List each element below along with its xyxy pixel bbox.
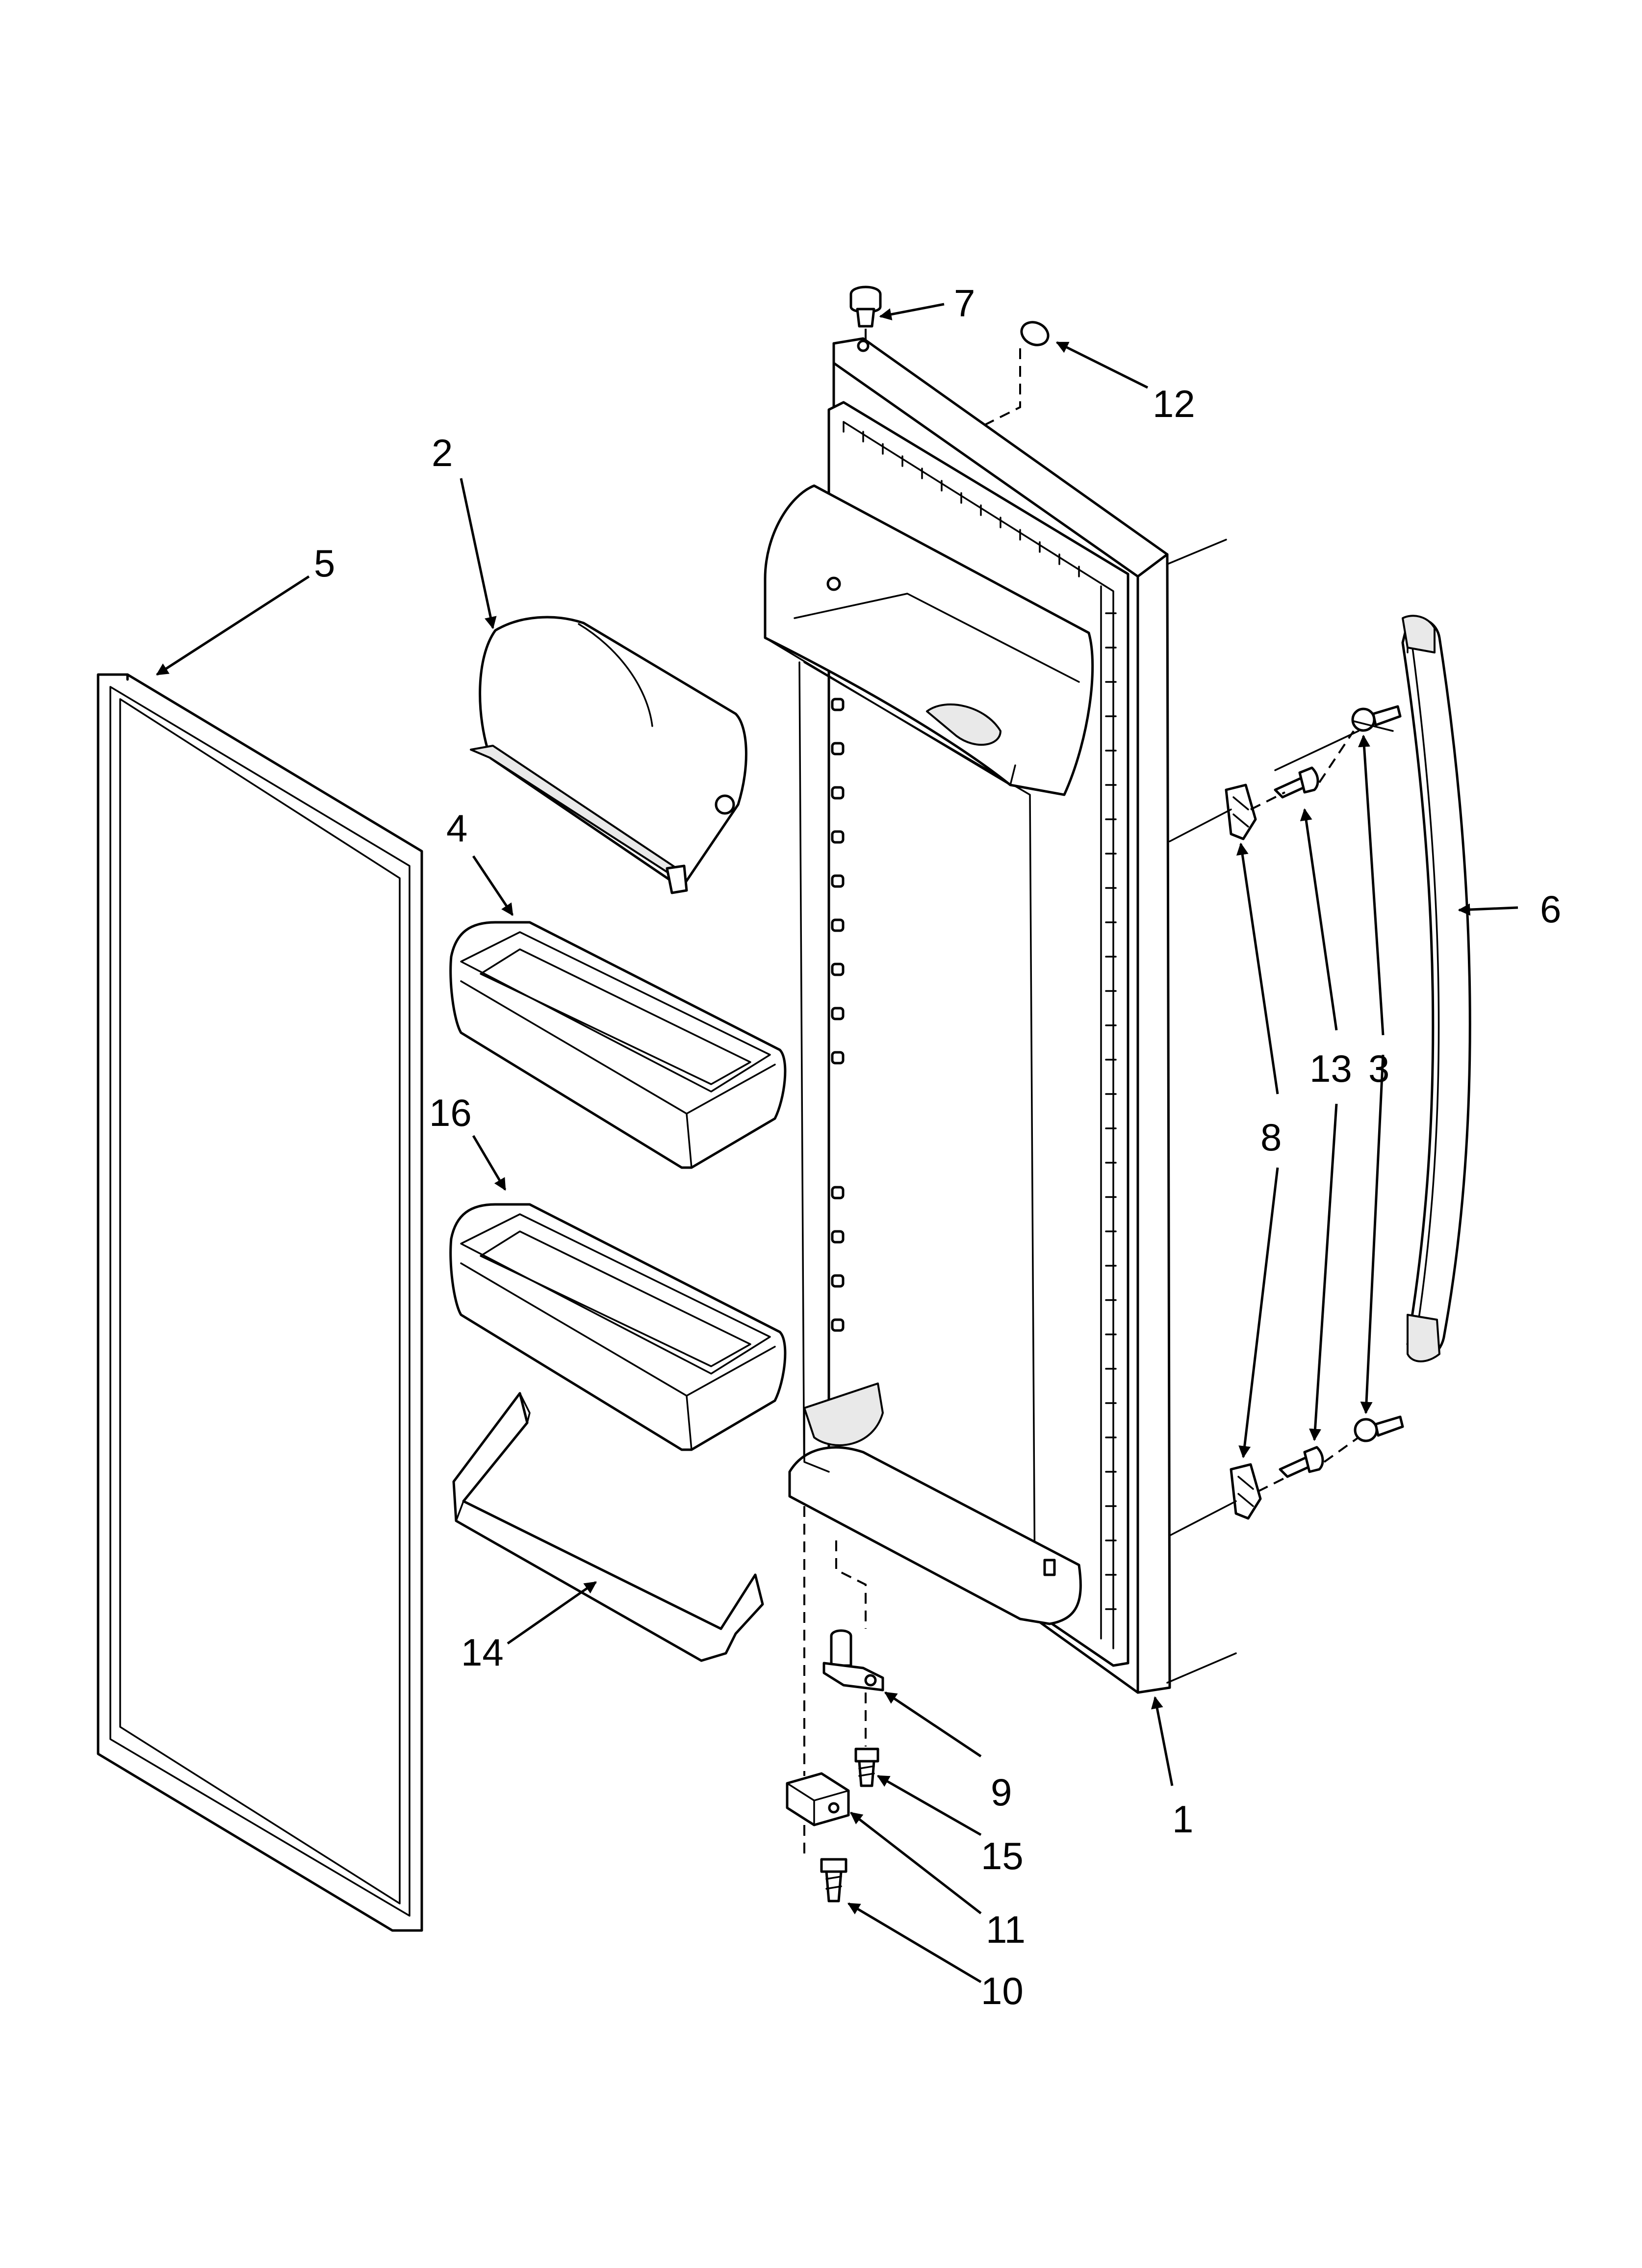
part-1-door-assembly (764, 337, 1171, 1694)
part-11-hinge-bracket (786, 1772, 850, 1826)
part-13-handle-stud-upper (1274, 766, 1319, 799)
callout-10: 10 (981, 1969, 1024, 2012)
handle-mount-axis-upper (1250, 730, 1355, 810)
part-10-bracket-screw (820, 1858, 847, 1903)
handle-mount-axis-lower (1257, 1436, 1360, 1492)
part-16-door-bin-lower (449, 1203, 787, 1451)
callout-11: 11 (986, 1908, 1026, 1951)
callout-labels: 1 2 3 4 5 6 7 8 9 10 11 12 13 14 15 16 (314, 282, 1561, 2012)
part-9-bottom-hinge (822, 1629, 884, 1692)
part-2-dairy-door (470, 616, 747, 894)
callout-2: 2 (432, 431, 453, 474)
part-13-handle-stud-lower (1279, 1446, 1324, 1478)
part-12-grommet (980, 321, 1050, 428)
callout-3: 3 (1368, 1047, 1389, 1090)
part-4-door-bin-upper (449, 921, 787, 1169)
callout-7: 7 (954, 282, 975, 325)
handle-mount-line-lower (1169, 1500, 1237, 1537)
callout-15: 15 (981, 1834, 1024, 1877)
callout-1: 1 (1172, 1798, 1193, 1841)
part-15-hinge-screw (854, 1747, 879, 1787)
callout-12: 12 (1153, 382, 1195, 425)
callout-4: 4 (446, 807, 467, 850)
callout-5: 5 (314, 542, 335, 585)
part-7-top-hinge-pin (849, 286, 882, 343)
part-5-door-gasket (97, 673, 423, 1932)
part-6-door-handle (1401, 615, 1471, 1362)
part-14-door-rail (452, 1392, 764, 1662)
callout-6: 6 (1540, 887, 1561, 931)
part-8-handle-clip-upper (1225, 783, 1257, 840)
callout-8: 8 (1260, 1116, 1282, 1159)
hinge-axis-right (835, 1540, 867, 1629)
callout-16: 16 (429, 1091, 472, 1134)
part-8-handle-clip-lower (1230, 1463, 1262, 1520)
callout-9: 9 (991, 1771, 1012, 1814)
part-3-screw-lower (1354, 1415, 1404, 1442)
handle-mount-line-upper (1169, 808, 1232, 842)
callout-13: 13 (1309, 1047, 1352, 1090)
leader-lines (155, 303, 1518, 1983)
callout-14: 14 (461, 1631, 504, 1674)
door-dimple-row (831, 698, 845, 1332)
